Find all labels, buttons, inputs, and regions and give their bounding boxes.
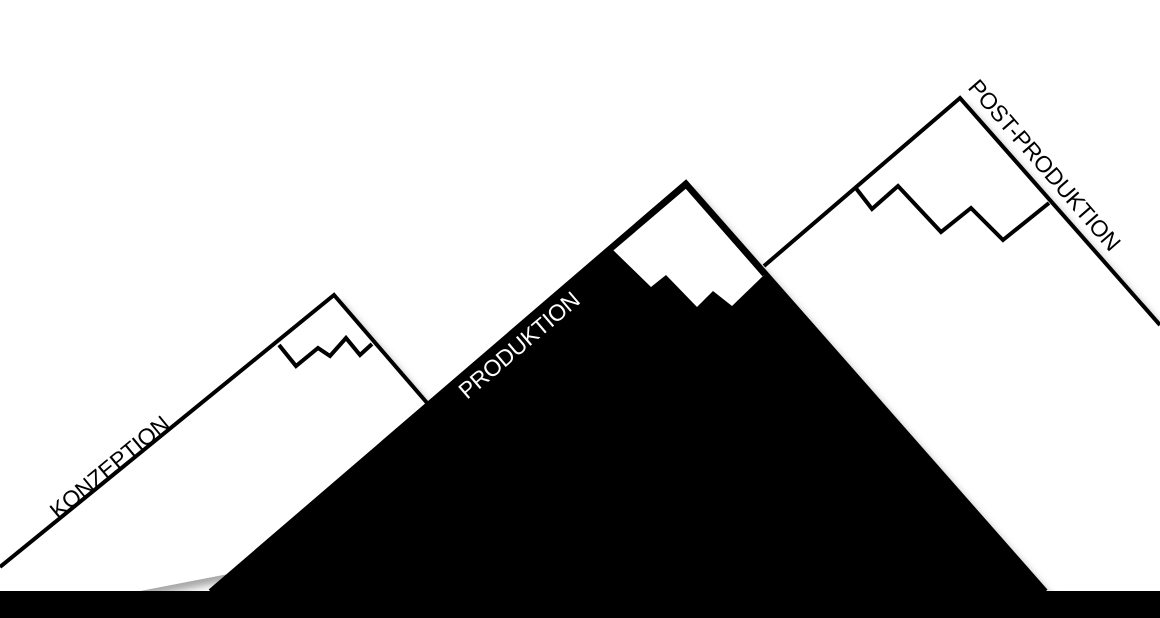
snowcap-concept	[277, 334, 374, 369]
ground-bar	[0, 591, 1160, 618]
snowcap-post-production	[853, 183, 1051, 243]
mountain-concept	[0, 292, 430, 618]
snowcap-production	[612, 186, 764, 307]
mountain-production	[208, 179, 1048, 593]
